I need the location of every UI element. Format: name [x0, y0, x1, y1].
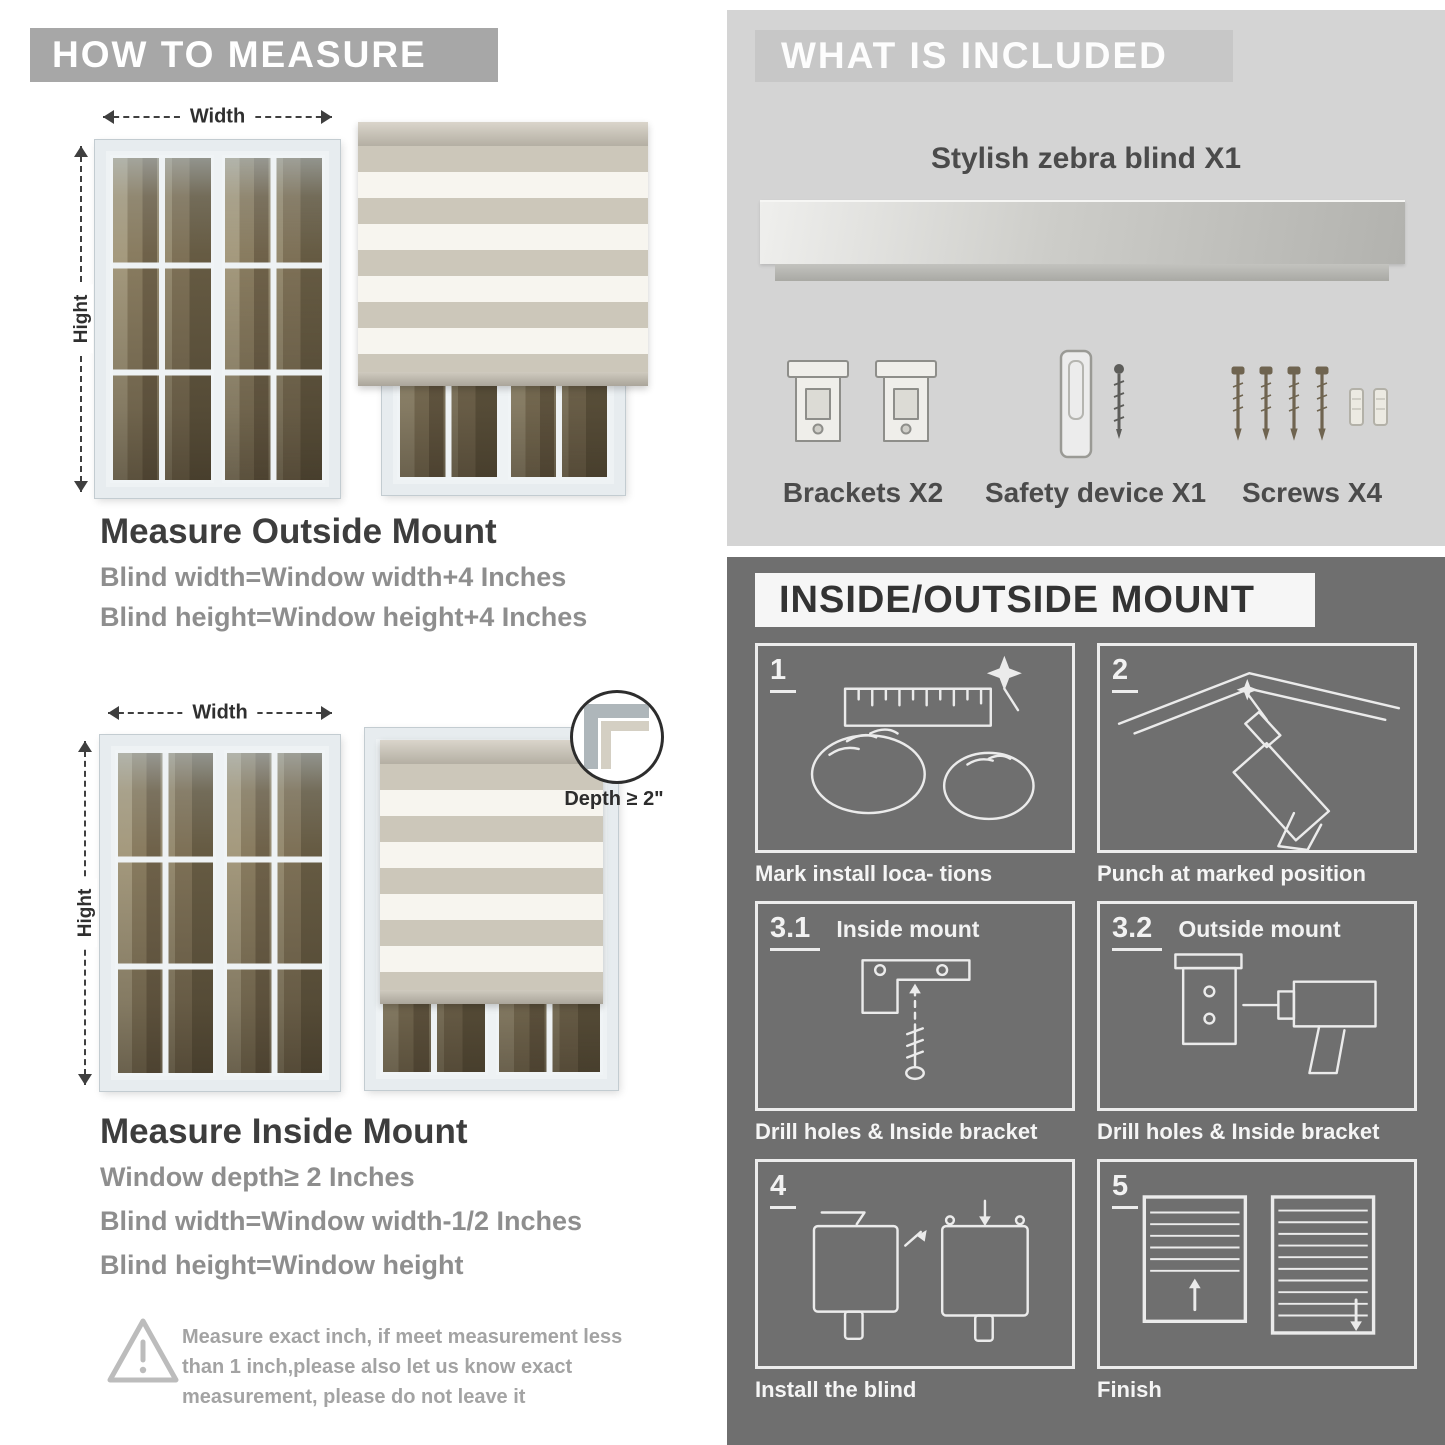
brackets-label: Brackets X2: [782, 477, 944, 508]
blind-bottomrail: [358, 372, 648, 386]
zebra-blind-outside-illustration: [358, 122, 648, 386]
step-title: Outside mount: [1178, 916, 1341, 942]
arrow-left-icon: [103, 110, 114, 124]
step-number: 2: [1112, 654, 1139, 693]
mount-guide-panel: INSIDE/OUTSIDE MOUNT 1: [727, 557, 1445, 1445]
step-number: 3.1: [770, 912, 821, 951]
height-measure-inside: Hight: [75, 741, 97, 1085]
step-install-blind: 4: [755, 1159, 1075, 1403]
bracket-drill-icon: [1174, 953, 1377, 1075]
screws-label: Screws X4: [1241, 477, 1383, 508]
blind-product-label: Stylish zebra blind X1: [930, 142, 1242, 175]
blind-headrail-lip: [775, 264, 1389, 281]
window-sash: [221, 155, 325, 483]
what-is-included-banner: WHAT IS INCLUDED: [755, 30, 1233, 82]
step-box: 3.2 Outside mount: [1097, 901, 1417, 1111]
outside-formula-width: Blind width=Window width+4 Inches: [100, 562, 567, 592]
blind-headrail: [358, 122, 648, 146]
window-illustration-inside: [99, 734, 341, 1092]
step-outside-mount: 3.2 Outside mount Drill: [1097, 901, 1417, 1145]
finished-blinds-icon: [1142, 1195, 1376, 1335]
step-mark-locations: 1 Mark install loca- tion: [755, 643, 1075, 887]
width-measure-outside: Width: [103, 105, 332, 129]
step-caption: Punch at marked position: [1097, 861, 1366, 886]
step-box: 2: [1097, 643, 1417, 853]
width-measure-inside: Width: [108, 701, 332, 725]
step-caption: Finish: [1097, 1377, 1162, 1402]
width-label: Width: [179, 105, 256, 129]
included-item-safety-device: Safety device X1: [985, 330, 1207, 509]
safety-device-label: Safety device X1: [985, 477, 1207, 508]
step-caption: Mark install loca- tions: [755, 861, 993, 886]
arrow-left-icon: [108, 706, 119, 720]
step-finish: 5: [1097, 1159, 1417, 1403]
step-caption: Drill holes & Inside bracket: [755, 1119, 1038, 1144]
measure-inside-title: Measure Inside Mount: [100, 1112, 468, 1151]
inside-outside-mount-banner: INSIDE/OUTSIDE MOUNT: [755, 573, 1315, 627]
arrow-up-icon: [74, 146, 88, 157]
blind-headrail-illustration: [760, 200, 1405, 264]
zebra-blind-inside-illustration: [380, 740, 603, 1004]
step-caption: Install the blind: [755, 1377, 917, 1402]
step-box: 3.1 Inside mount: [755, 901, 1075, 1111]
step-box: 5: [1097, 1159, 1417, 1369]
blind-stripes: [380, 764, 603, 990]
safety-device-icon: [1059, 349, 1125, 459]
arrow-up-icon: [78, 741, 92, 752]
drill-ceiling-icon: [1117, 671, 1401, 850]
screws-icon: [1231, 366, 1388, 441]
what-is-included-panel: WHAT IS INCLUDED Stylish zebra blind X1 …: [727, 10, 1445, 546]
step-box: 4: [755, 1159, 1075, 1369]
depth-label: Depth ≥ 2": [564, 788, 664, 810]
step-number: 4: [770, 1170, 797, 1209]
inside-formula-height: Blind height=Window height: [100, 1250, 464, 1280]
depth-callout-circle: [570, 690, 664, 784]
outside-formula-height: Blind height=Window height+4 Inches: [100, 602, 588, 632]
arrow-right-icon: [321, 110, 332, 124]
window-illustration-outside: [94, 139, 341, 499]
step-title: Inside mount: [836, 916, 980, 942]
window-sash: [115, 750, 216, 1076]
mount-steps-grid: 1 Mark install loca- tion: [755, 643, 1417, 1403]
blind-bottomrail: [380, 990, 603, 1004]
install-blind-icon: [812, 1199, 1029, 1342]
inside-formula-width: Blind width=Window width-1/2 Inches: [100, 1206, 583, 1236]
window-sash: [224, 750, 325, 1076]
arrow-down-icon: [78, 1074, 92, 1085]
arrow-right-icon: [321, 706, 332, 720]
step-number: 3.2: [1112, 912, 1163, 951]
measure-outside-title: Measure Outside Mount: [100, 512, 497, 551]
step-punch-position: 2 Punch at marked position: [1097, 643, 1417, 887]
bracket-screw-icon: [861, 959, 971, 1081]
step-box: 1: [755, 643, 1075, 853]
step-caption: Drill holes & Inside bracket: [1097, 1119, 1380, 1144]
warning-triangle-icon: [107, 1318, 179, 1383]
window-corner-icon: [584, 704, 649, 769]
included-item-screws: Screws X4: [1209, 330, 1415, 509]
ruler-marking-icon: [810, 655, 1035, 821]
height-label: Hight: [71, 284, 93, 354]
included-item-brackets: Brackets X2: [763, 330, 963, 509]
warning-text: Measure exact inch, if meet measurement …: [182, 1326, 623, 1408]
blind-headrail: [380, 740, 603, 764]
step-inside-mount: 3.1 Inside mount Drill hol: [755, 901, 1075, 1145]
height-measure-outside: Hight: [71, 146, 93, 492]
how-to-measure-banner: HOW TO MEASURE: [30, 28, 498, 82]
arrow-down-icon: [74, 481, 88, 492]
step-number: 1: [770, 654, 797, 693]
brackets-icon: [787, 360, 937, 442]
blind-stripes: [358, 146, 648, 372]
inside-formula-depth: Window depth≥ 2 Inches: [100, 1162, 415, 1192]
height-label: Hight: [75, 878, 97, 948]
window-sash: [110, 155, 214, 483]
width-label: Width: [182, 701, 258, 725]
step-number: 5: [1112, 1170, 1139, 1209]
